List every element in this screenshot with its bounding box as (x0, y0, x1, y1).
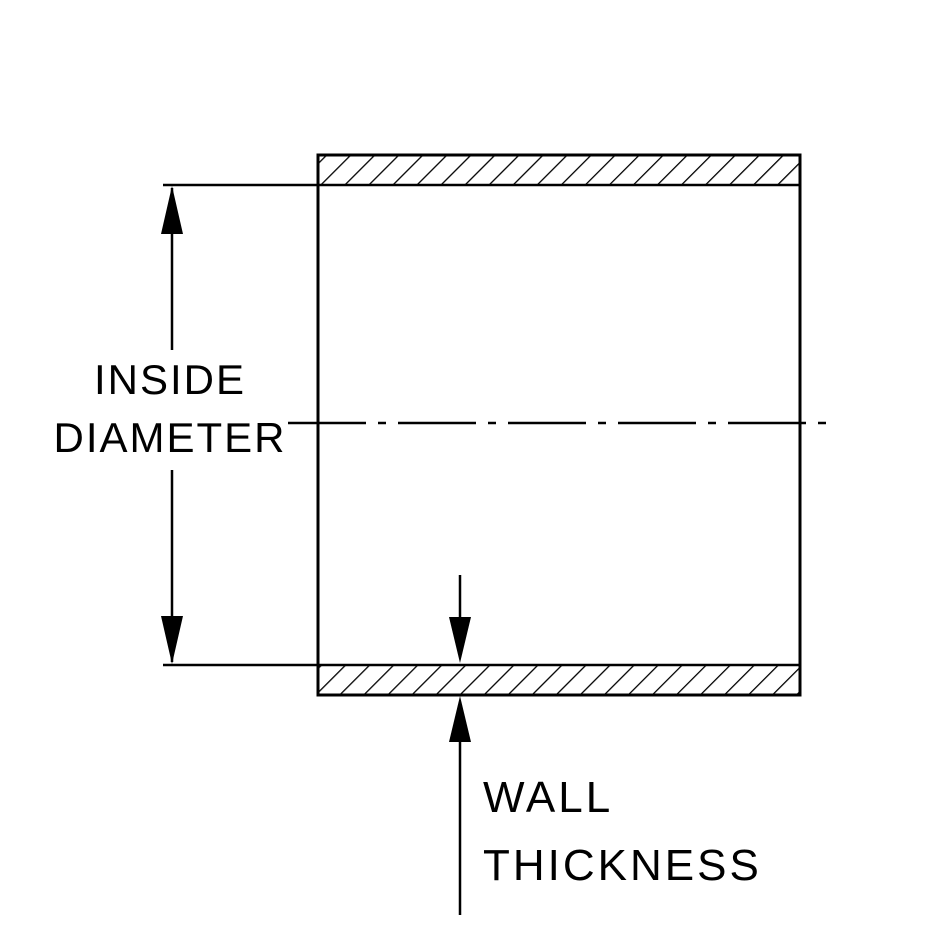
wall-thickness-label-line1: WALL (483, 773, 613, 822)
inside-diameter-arrow-down (161, 616, 183, 664)
inside-diameter-label-line2: DIAMETER (53, 414, 286, 461)
top-wall-hatch (316, 153, 802, 187)
wall-thickness-arrow-up (449, 696, 471, 742)
inside-diameter-label-line1: INSIDE (94, 356, 246, 403)
bottom-wall-hatch (316, 663, 802, 697)
inside-diameter-arrow-up (161, 186, 183, 234)
wall-thickness-label-line2: THICKNESS (483, 841, 762, 890)
tube-outline (316, 153, 802, 697)
wall-thickness-arrow-down (449, 617, 471, 663)
